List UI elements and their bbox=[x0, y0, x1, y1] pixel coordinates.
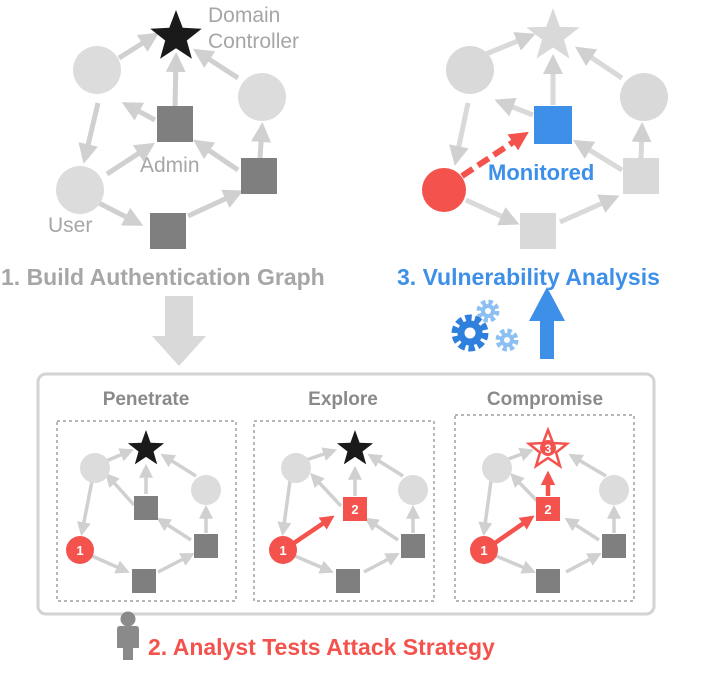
gears-icon bbox=[451, 299, 519, 352]
user-node-icon bbox=[281, 453, 311, 483]
user-node-badge: 1 bbox=[480, 543, 487, 558]
panel-title-compromise: Compromise bbox=[487, 389, 603, 410]
admin-node-badge: 2 bbox=[351, 502, 358, 517]
graph-edges bbox=[449, 32, 652, 226]
user-node-icon bbox=[191, 475, 221, 505]
attack-path-arrow-icon bbox=[460, 131, 529, 179]
monitored-host-icon bbox=[534, 106, 572, 144]
user-node-badge: 1 bbox=[279, 543, 286, 558]
user-label: User bbox=[48, 214, 92, 237]
compromised-user-node-icon bbox=[269, 536, 297, 564]
host-node-icon bbox=[132, 569, 156, 593]
compromised-user-node-icon bbox=[470, 536, 498, 564]
graph-edges bbox=[78, 32, 272, 226]
analyst-person-icon bbox=[117, 611, 139, 660]
host-node-icon bbox=[602, 534, 626, 558]
step2-title: 2. Analyst Tests Attack Strategy bbox=[148, 634, 495, 660]
user-node-icon bbox=[80, 453, 110, 483]
flow-up-arrow-icon bbox=[529, 287, 565, 359]
penetrate-subpanel: 1 bbox=[56, 420, 237, 602]
host-node-icon bbox=[336, 569, 360, 593]
domain-controller-label: Domain bbox=[208, 4, 280, 27]
host-node-icon bbox=[194, 534, 218, 558]
admin-label: Admin bbox=[140, 154, 200, 177]
user-node-icon bbox=[482, 453, 512, 483]
domain-controller-star-icon bbox=[526, 8, 580, 59]
monitored-label: Monitored bbox=[488, 160, 594, 185]
user-node-icon bbox=[398, 475, 428, 505]
dc-node-badge: 3 bbox=[545, 442, 552, 456]
vulnerability-analysis-step3: Monitored 3. Vulnerability Analysis bbox=[397, 8, 668, 290]
user-node-icon bbox=[446, 46, 494, 94]
domain-controller-star-icon bbox=[150, 10, 202, 59]
step1-title: 1. Build Authentication Graph bbox=[1, 264, 325, 290]
user-node-icon bbox=[620, 73, 668, 121]
domain-controller-star-icon bbox=[336, 430, 374, 465]
admin-node-badge: 2 bbox=[544, 502, 551, 517]
panel-title-explore: Explore bbox=[308, 389, 378, 410]
user-node-icon bbox=[599, 475, 629, 505]
host-node-icon bbox=[536, 569, 560, 593]
panel-title-penetrate: Penetrate bbox=[103, 389, 190, 410]
admin-host-icon bbox=[157, 106, 193, 142]
explore-subpanel: 2 1 bbox=[253, 420, 435, 602]
user-node-icon bbox=[73, 46, 121, 94]
attack-path-arrow-icon bbox=[292, 515, 335, 545]
host-node-icon bbox=[401, 534, 425, 558]
user-node-icon bbox=[238, 73, 286, 121]
user-node-badge: 1 bbox=[76, 543, 83, 558]
compromised-user-node-icon bbox=[66, 536, 94, 564]
domain-controller-star-icon bbox=[127, 430, 165, 465]
auth-graph-step1: Domain Controller Admin User 1. Build Au… bbox=[1, 4, 325, 290]
step3-title: 3. Vulnerability Analysis bbox=[397, 264, 660, 290]
host-node-icon bbox=[150, 213, 186, 249]
host-node-icon bbox=[134, 496, 158, 520]
host-node-icon bbox=[623, 158, 659, 194]
host-node-icon bbox=[520, 213, 556, 249]
compromised-admin-host-icon bbox=[343, 497, 367, 521]
flow-down-arrow-icon bbox=[152, 296, 206, 366]
compromise-subpanel: 3 2 1 bbox=[454, 414, 635, 602]
compromised-admin-host-icon bbox=[536, 497, 560, 521]
compromised-user-node-icon bbox=[422, 168, 466, 212]
domain-controller-label: Controller bbox=[208, 30, 299, 53]
host-node-icon bbox=[241, 158, 277, 194]
attack-path-arrow-icon bbox=[493, 515, 535, 545]
user-node-icon bbox=[56, 166, 104, 214]
dc-badge-circle bbox=[540, 440, 556, 456]
